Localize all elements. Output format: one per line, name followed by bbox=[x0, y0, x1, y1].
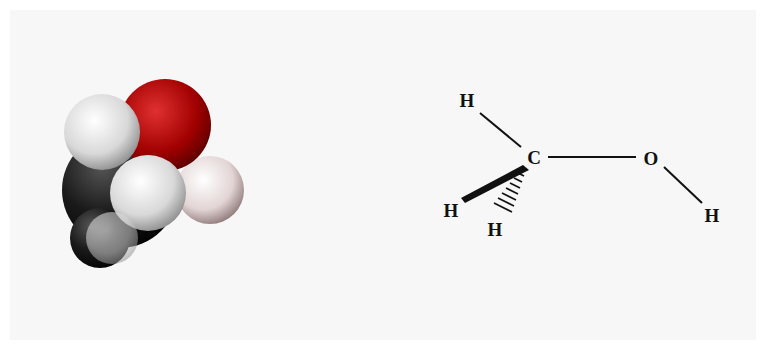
atom-symbol: C bbox=[527, 148, 541, 167]
background-panel bbox=[10, 10, 756, 340]
atom-symbol: H bbox=[460, 91, 475, 110]
space-filling-model bbox=[62, 79, 244, 268]
atom-symbol: H bbox=[705, 206, 720, 225]
atom-symbol: H bbox=[444, 201, 459, 220]
hashed-bond bbox=[494, 168, 526, 212]
atom-symbol: H bbox=[488, 220, 503, 239]
atom-symbol: O bbox=[644, 149, 659, 168]
wedge-bond bbox=[461, 165, 529, 203]
bond-lines bbox=[480, 113, 702, 203]
